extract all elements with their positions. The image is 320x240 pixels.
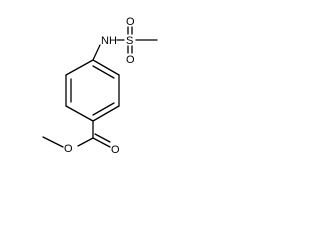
ring-bond-top-right bbox=[92, 59, 120, 76]
ring-double-bond-bottom-right bbox=[92, 102, 115, 116]
atom-o-top-label: O bbox=[126, 16, 135, 28]
ring-bond-bottom-right bbox=[92, 105, 120, 122]
atom-nh-label: NH bbox=[101, 35, 117, 47]
chemical-structure-diagram: NH S O O O O bbox=[42, 16, 158, 156]
bond-carbonyl-ester-o bbox=[77, 137, 94, 147]
atom-o-ester-label: O bbox=[64, 143, 73, 155]
ring-double-bond-top-right bbox=[92, 65, 115, 79]
bond-ester-o-methyl bbox=[42, 136, 64, 148]
bond-carbonyl-double-a bbox=[92, 137, 111, 148]
ring-bond-top-left bbox=[65, 59, 94, 76]
atom-o-carbonyl-label: O bbox=[111, 144, 120, 156]
atom-o-bottom-label: O bbox=[126, 54, 135, 66]
ring-bond-bottom-left bbox=[65, 105, 94, 122]
bond-carbonyl-double-b bbox=[94, 133, 111, 143]
atom-s-label: S bbox=[126, 35, 133, 47]
bond-ring-nh bbox=[92, 44, 101, 61]
